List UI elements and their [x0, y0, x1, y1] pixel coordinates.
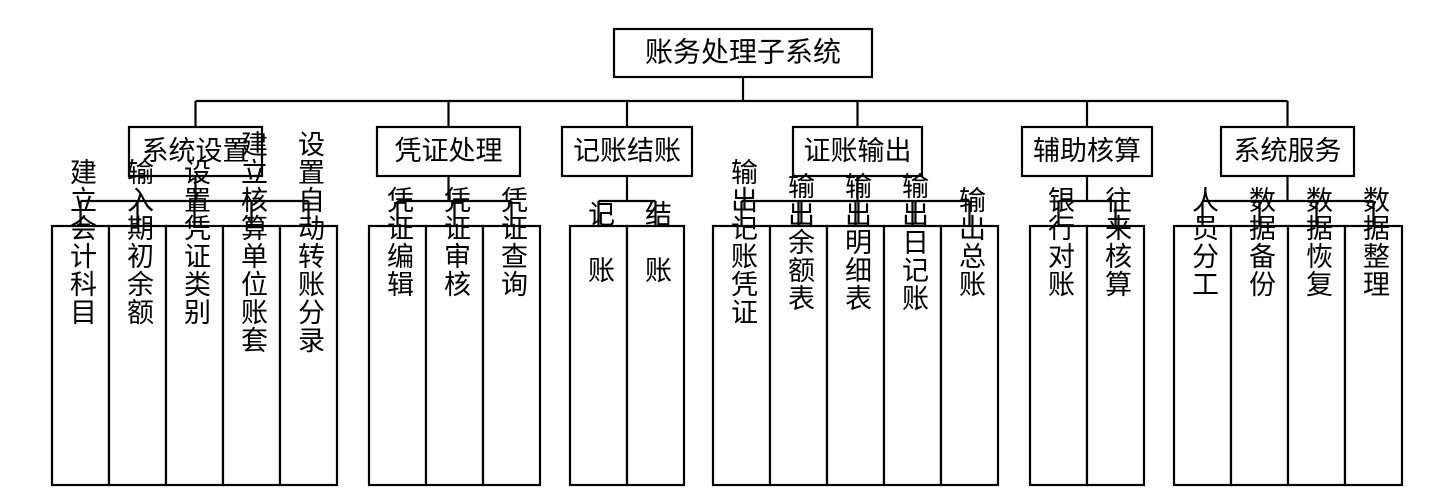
leaf-box — [939, 224, 1000, 487]
module-box-auxiliary-accounting — [1020, 125, 1154, 178]
leaf-label: 建立会计科目 — [65, 158, 97, 326]
leaf-label: 设置凭证类别 — [179, 158, 211, 326]
chart-nodes: 账务处理子系统系统设置建立会计科目输入期初余额设置凭证类别建立核算单位账套设置自… — [50, 27, 1404, 487]
leaf-box — [825, 224, 886, 487]
leaf-label: 输入期初余额 — [122, 158, 154, 326]
leaf-label: 凭证查询 — [496, 186, 528, 298]
leaf-box — [1172, 224, 1233, 487]
leaf-label: 建立核算单位账套 — [236, 130, 268, 354]
module-label-system-services: 系统服务 — [1234, 136, 1342, 167]
module-box-posting-closing — [560, 125, 694, 178]
root-node-box — [612, 27, 874, 79]
root-node-label: 账务处理子系统 — [645, 36, 841, 69]
module-box-voucher-processing — [375, 125, 522, 178]
leaf-box — [481, 224, 542, 487]
module-box-system-settings — [127, 125, 264, 178]
module-label-ledger-output: 证账输出 — [804, 136, 912, 167]
leaf-box — [768, 224, 829, 487]
leaf-box — [107, 224, 168, 487]
module-label-posting-closing: 记账结账 — [573, 136, 681, 167]
leaf-label: 数据备份 — [1244, 186, 1276, 298]
leaf-label: 往来核算 — [1100, 186, 1132, 298]
module-label-auxiliary-accounting: 辅助核算 — [1033, 136, 1141, 167]
leaf-box — [221, 224, 282, 487]
leaf-box — [568, 224, 629, 487]
leaf-box — [1286, 224, 1347, 487]
module-box-ledger-output — [791, 125, 924, 178]
leaf-label: 银行对账 — [1043, 186, 1075, 298]
module-label-system-settings: 系统设置 — [142, 136, 250, 167]
leaf-label: 设置自动转账分录 — [293, 130, 325, 354]
leaf-box — [625, 224, 686, 487]
leaf-box — [367, 224, 428, 487]
leaf-label: 输出总账 — [954, 186, 986, 298]
leaf-label: 输出日记账 — [897, 172, 929, 312]
leaf-box — [1085, 224, 1146, 487]
connector-lines — [79, 77, 1375, 226]
leaf-label: 数据整理 — [1358, 186, 1390, 298]
leaf-label: 输出余额表 — [783, 172, 815, 312]
leaf-box — [1343, 224, 1404, 487]
leaf-label: 输出明细表 — [840, 172, 872, 312]
leaf-label: 凭证审核 — [439, 186, 471, 298]
leaf-label: 输出记账凭证 — [726, 158, 758, 326]
leaf-box — [424, 224, 485, 487]
leaf-label: 记 账 — [583, 200, 615, 284]
leaf-box — [711, 224, 772, 487]
module-label-voucher-processing: 凭证处理 — [395, 136, 503, 167]
leaf-label: 数据恢复 — [1301, 186, 1333, 298]
leaf-label: 结 账 — [640, 200, 672, 284]
leaf-box — [278, 224, 339, 487]
leaf-box — [1229, 224, 1290, 487]
leaf-label: 人员分工 — [1187, 186, 1218, 298]
leaf-box — [882, 224, 943, 487]
module-box-system-services — [1219, 125, 1356, 178]
leaf-label: 凭证编辑 — [382, 186, 414, 298]
